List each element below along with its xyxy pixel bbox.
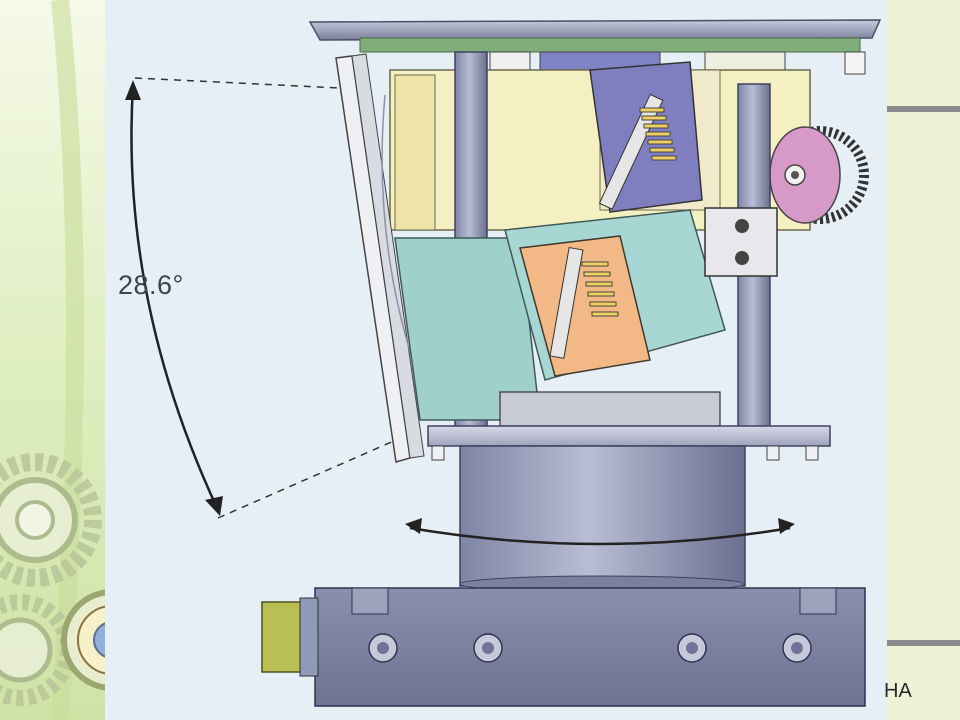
right-accent-line-bottom (886, 640, 960, 646)
turntable-cylinder (459, 445, 746, 593)
right-decor-band (880, 0, 960, 720)
base-housing (314, 587, 866, 707)
purple-actuator (589, 61, 703, 213)
footer-text: НА (884, 680, 912, 702)
right-accent-line-top (886, 106, 960, 112)
lower-mount-block (499, 391, 721, 427)
gear-icon (0, 453, 102, 587)
right-bracket (704, 207, 778, 277)
tilt-angle-label: 28.6° (118, 270, 184, 300)
teal-elevation-block (394, 209, 726, 421)
connector-plug (261, 597, 319, 677)
angle-arc-icon (125, 77, 397, 519)
rotation-arrow-icon (405, 518, 795, 546)
